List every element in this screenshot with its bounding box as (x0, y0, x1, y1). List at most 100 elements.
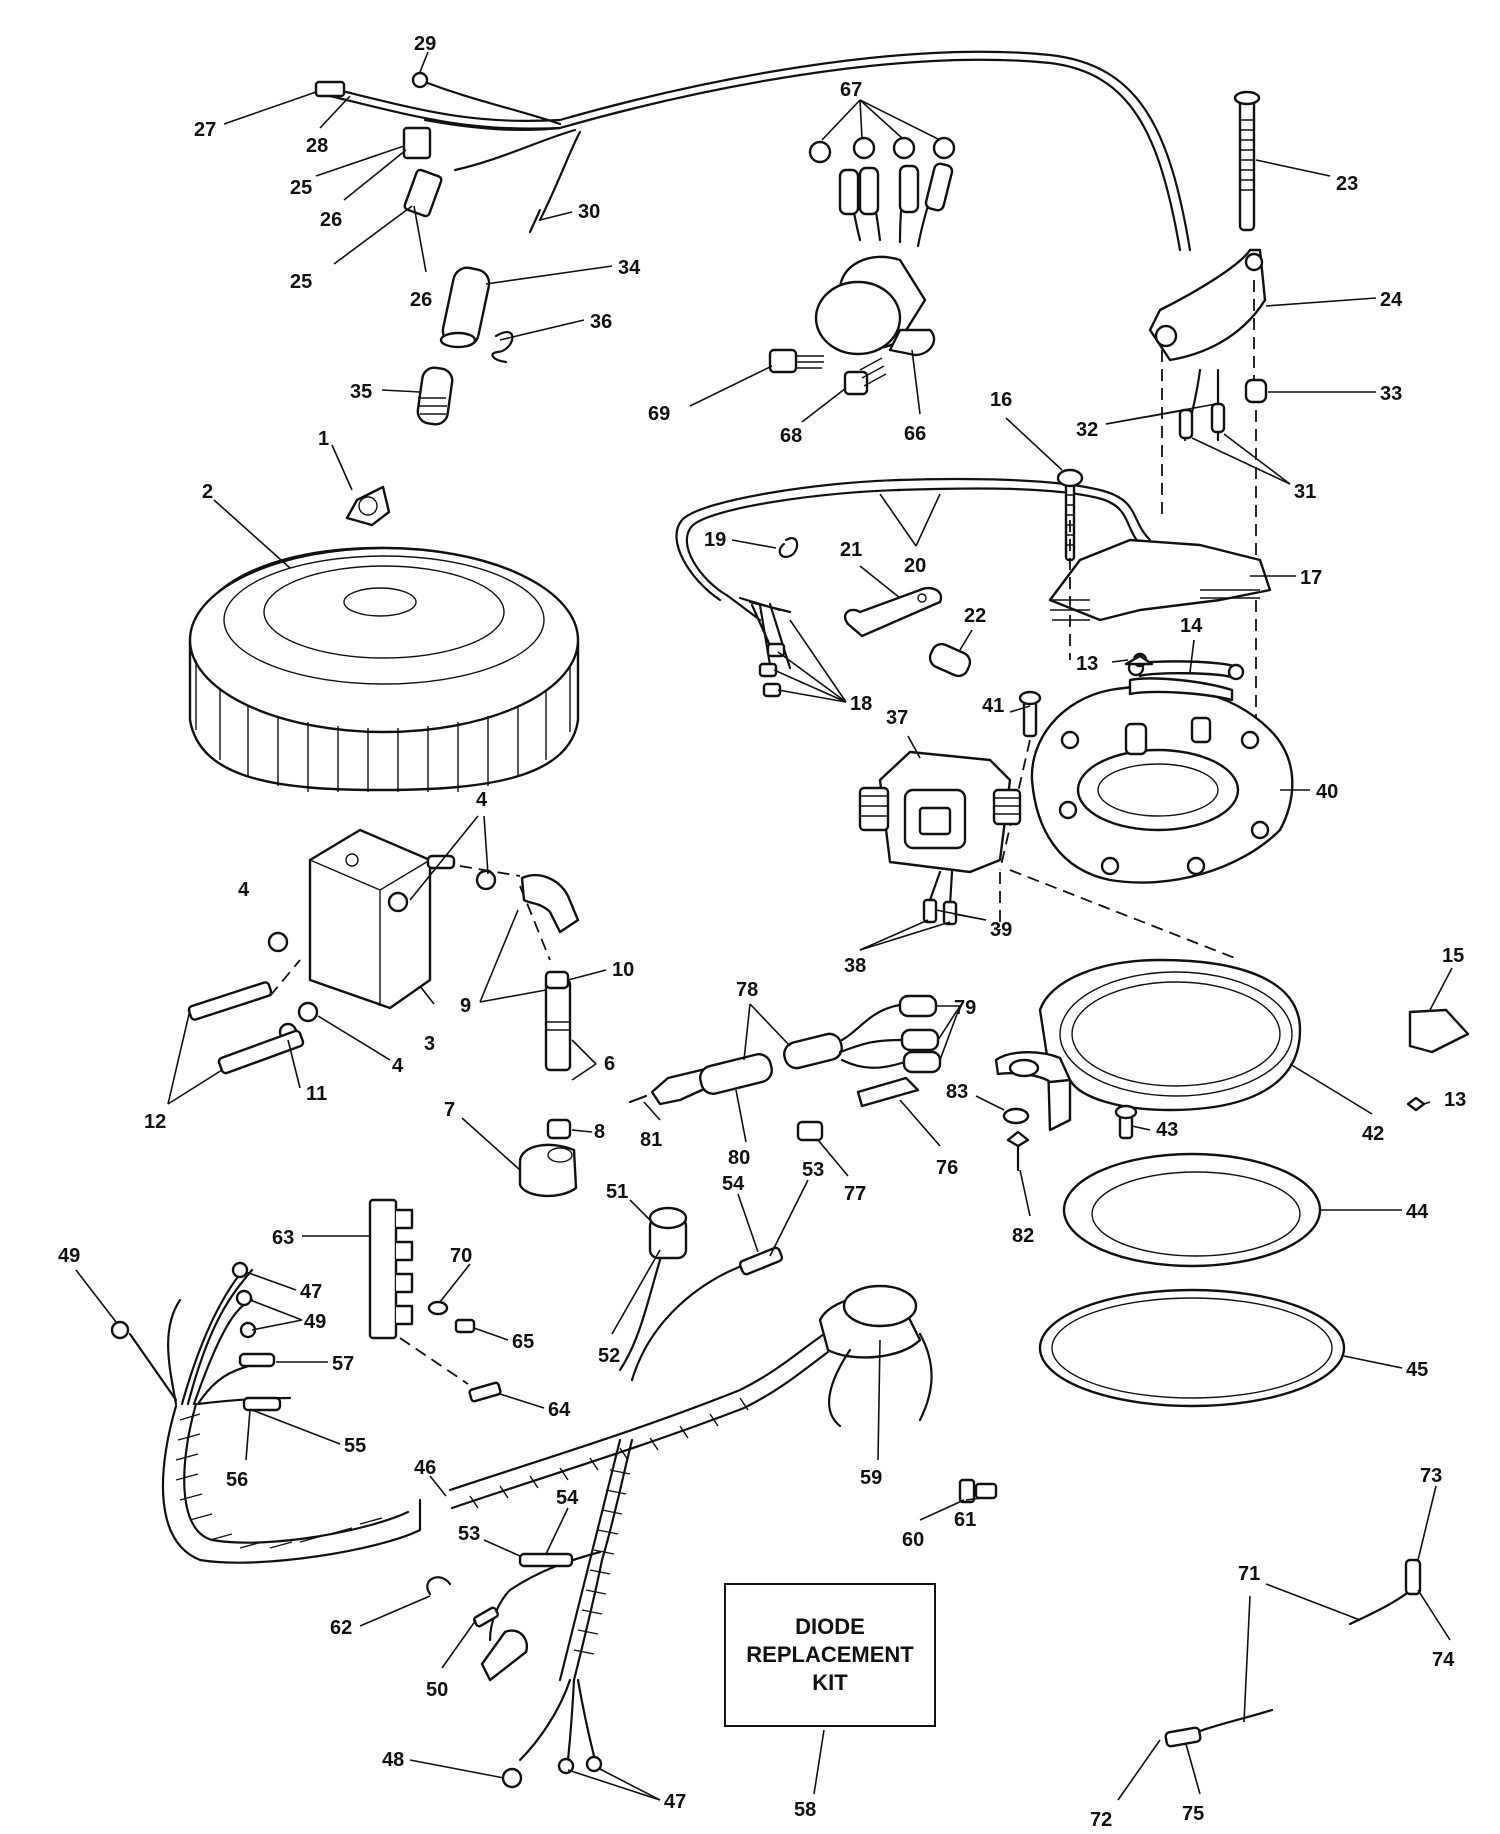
svg-text:21: 21 (840, 539, 862, 561)
svg-text:52: 52 (598, 1345, 620, 1367)
callout-79: 79 (936, 997, 976, 1061)
ignition-coil-3 (187, 828, 580, 1198)
svg-text:66: 66 (904, 423, 926, 445)
callout-7: 7 (444, 1099, 521, 1171)
svg-text:43: 43 (1156, 1119, 1178, 1141)
callout-61: 61 (954, 1497, 983, 1531)
callout-39: 39 (935, 909, 1012, 941)
callout-56: 56 (226, 1409, 251, 1491)
callout-68: 68 (780, 387, 847, 447)
svg-text:48: 48 (382, 1749, 404, 1771)
callout-26: 26 (320, 149, 407, 231)
svg-text:79: 79 (954, 997, 976, 1019)
callout-64: 64 (499, 1393, 571, 1421)
svg-text:6: 6 (604, 1053, 615, 1075)
wire-parts-71-75 (1164, 1558, 1422, 1748)
svg-text:31: 31 (1294, 481, 1316, 503)
callout-46: 46 (414, 1457, 447, 1497)
callout-31: 31 (1191, 433, 1316, 503)
svg-text:51: 51 (606, 1181, 628, 1203)
callout-24: 24 (1265, 289, 1403, 311)
callout-41: 41 (982, 695, 1031, 717)
svg-text:47: 47 (664, 1791, 686, 1813)
callout-25b: 25 (290, 205, 413, 293)
svg-text:18: 18 (850, 693, 872, 715)
lower-wire-harness-46 (110, 1206, 998, 1789)
svg-text:27: 27 (194, 119, 216, 141)
callout-35: 35 (350, 381, 421, 403)
power-pack-37 (858, 750, 1241, 961)
callout-13b: 13 (1423, 1089, 1466, 1111)
svg-text:50: 50 (426, 1679, 448, 1701)
svg-text:11: 11 (306, 1083, 327, 1105)
connector-parts-34-36 (416, 266, 514, 426)
callouts: 1 2 3 4 4 4 6 7 8 9 10 11 12 13 13 14 15… (58, 33, 1466, 1831)
svg-text:34: 34 (618, 257, 641, 279)
svg-text:53: 53 (458, 1523, 480, 1545)
callout-28: 28 (306, 95, 351, 157)
svg-text:1: 1 (318, 428, 329, 450)
svg-text:24: 24 (1380, 289, 1403, 311)
callout-52: 52 (598, 1249, 661, 1367)
callout-17: 17 (1250, 567, 1322, 589)
callout-69: 69 (648, 365, 773, 425)
callout-33: 33 (1268, 383, 1402, 405)
svg-text:57: 57 (332, 1353, 354, 1375)
callout-26b: 26 (410, 205, 432, 311)
callout-73: 73 (1417, 1465, 1442, 1561)
callout-51: 51 (606, 1181, 651, 1221)
svg-text:53: 53 (802, 1159, 824, 1181)
svg-text:81: 81 (640, 1129, 662, 1151)
svg-text:60: 60 (902, 1529, 924, 1551)
callout-47b: 47 (567, 1767, 686, 1813)
svg-text:46: 46 (414, 1457, 436, 1479)
svg-text:36: 36 (590, 311, 612, 333)
svg-text:56: 56 (226, 1469, 248, 1491)
callout-16: 16 (990, 389, 1063, 471)
svg-text:40: 40 (1316, 781, 1338, 803)
svg-text:15: 15 (1442, 945, 1464, 967)
svg-text:16: 16 (990, 389, 1012, 411)
callout-42: 42 (1289, 1063, 1384, 1145)
svg-text:70: 70 (450, 1245, 472, 1267)
callout-22: 22 (959, 605, 986, 651)
callout-37: 37 (886, 707, 921, 759)
svg-text:49: 49 (58, 1245, 80, 1267)
plates-42-45 (994, 958, 1470, 1408)
svg-text:68: 68 (780, 425, 802, 447)
svg-text:28: 28 (306, 135, 328, 157)
callout-65: 65 (473, 1327, 534, 1353)
callout-6: 6 (571, 1039, 615, 1081)
svg-text:82: 82 (1012, 1225, 1034, 1247)
svg-text:77: 77 (844, 1183, 866, 1205)
terminal-block-63 (368, 1198, 502, 1403)
svg-text:17: 17 (1300, 567, 1322, 589)
callout-74: 74 (1417, 1589, 1455, 1671)
svg-text:49: 49 (304, 1311, 326, 1333)
callout-13: 13 (1076, 653, 1129, 675)
callout-9: 9 (460, 909, 547, 1017)
callout-11: 11 (287, 1039, 327, 1105)
diode-replacement-kit-box: DIODE REPLACEMENT KIT (724, 1583, 936, 1727)
svg-text:63: 63 (272, 1227, 294, 1249)
callout-43: 43 (1131, 1119, 1178, 1141)
stator-plate-40 (999, 520, 1294, 884)
callout-50: 50 (426, 1619, 477, 1701)
svg-text:61: 61 (954, 1509, 976, 1531)
svg-text:55: 55 (344, 1435, 366, 1457)
svg-text:80: 80 (728, 1147, 750, 1169)
svg-text:64: 64 (548, 1399, 571, 1421)
callout-2: 2 (202, 481, 291, 569)
callout-23: 23 (1255, 159, 1358, 195)
callout-53: 53 (769, 1159, 824, 1257)
callout-54: 54 (722, 1173, 759, 1253)
svg-text:25: 25 (290, 271, 312, 293)
callout-75: 75 (1182, 1743, 1204, 1825)
svg-text:32: 32 (1076, 419, 1098, 441)
callout-55: 55 (251, 1409, 366, 1457)
callout-80: 80 (728, 1089, 750, 1169)
svg-text:39: 39 (990, 919, 1012, 941)
svg-text:14: 14 (1180, 615, 1203, 637)
svg-text:20: 20 (904, 555, 926, 577)
